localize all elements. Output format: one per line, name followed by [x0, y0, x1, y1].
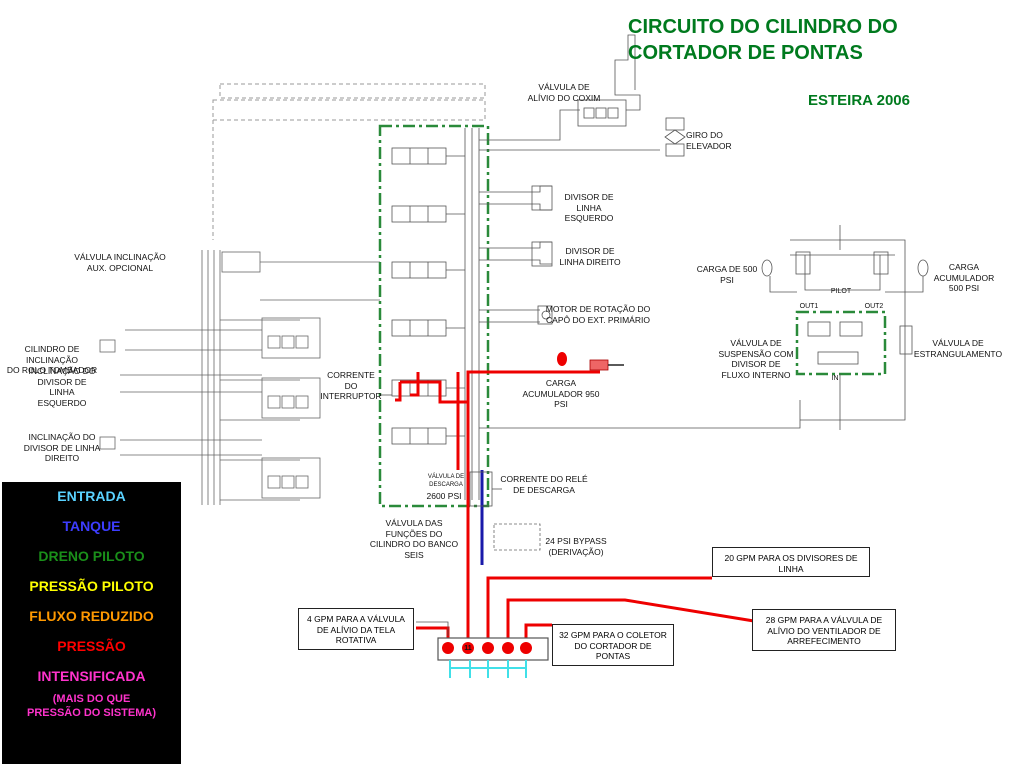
label-valvula-coxim: VÁLVULA DE ALÍVIO DO COXIM [527, 82, 601, 103]
label-inclinacao-direito: INCLINAÇÃO DO DIVISOR DE LINHA DIREITO [23, 432, 101, 463]
label-cilindro-rolo: CILINDRO DE INCLINAÇÃO DO ROLO TOMBADOR [6, 344, 98, 375]
diagram-title: CIRCUITO DO CILINDRO DO CORTADOR DE PONT… [628, 16, 898, 64]
main-valve-boundary [378, 124, 490, 508]
diagram-subtitle: ESTEIRA 2006 [808, 92, 910, 109]
label-in: IN [831, 375, 839, 382]
coxim-relief-valve [577, 34, 641, 127]
label-carga-500: CARGA DE 500 PSI [696, 264, 758, 285]
legend-pressao: PRESSÃO [57, 638, 126, 654]
label-giro-elevador: GIRO DO ELEVADOR [686, 130, 732, 151]
left-valve-stack [99, 250, 380, 505]
legend-intensificada-note: (MAIS DO QUE PRESSÃO DO SISTEMA) [27, 693, 156, 719]
callout-32-gpm: 32 GPM PARA O COLETOR DO CORTADOR DE PON… [552, 624, 674, 666]
label-valvula-funcoes: VÁLVULA DAS FUNÇÕES DO CILINDRO DO BANCO… [369, 518, 459, 560]
label-bypass: 24 PSI BYPASS (DERIVAÇÃO) [545, 536, 607, 557]
inlet-lines [449, 660, 527, 678]
pressure-lines [395, 370, 761, 645]
label-valvula-estrangulamento: VÁLVULA DE ESTRANGULAMENTO [913, 338, 1003, 359]
label-valvula-inclinacao-aux: VÁLVULA INCLINAÇÃO AUX. OPCIONAL [74, 252, 166, 273]
label-motor-capo: MOTOR DE ROTAÇÃO DO CAPÔ DO EXT. PRIMÁRI… [545, 304, 651, 325]
label-out2: OUT2 [864, 303, 884, 310]
label-carga-acumulador-950: CARGA ACUMULADOR 950 PSI [522, 378, 600, 409]
label-inclinacao-esquerdo: INCLINAÇÃO DO DIVISOR DE LINHA ESQUERDO [28, 366, 96, 408]
legend-intensificada: INTENSIFICADA [37, 668, 146, 684]
main-valve-sections [391, 109, 801, 500]
suspension-valve-boundary [795, 310, 887, 376]
label-2600-psi: 2600 PSI [426, 491, 462, 501]
legend-pressao-piloto: PRESSÃO PILOTO [29, 578, 154, 594]
label-divisor-esquerdo: DIVISOR DE LINHA ESQUERDO [564, 192, 614, 223]
manifold-ports [442, 642, 532, 654]
label-pilot: PILOT [830, 288, 852, 295]
callout-20-gpm: 20 GPM PARA OS DIVISORES DE LINHA [712, 547, 870, 577]
optional-valve-boundary [212, 83, 486, 240]
legend-entrada: ENTRADA [57, 488, 126, 504]
suspension-valve-detail [761, 225, 929, 430]
label-corrente-rele: CORRENTE DO RELÉ DE DESCARGA [500, 474, 588, 495]
line-divider-cylinders [531, 185, 553, 325]
label-valvula-suspensao: VÁLVULA DE SUSPENSÃO COM DIVISOR DE FLUX… [718, 338, 794, 380]
label-carga-acumulador-500: CARGA ACUMULADOR 500 PSI [933, 262, 995, 293]
label-divisor-direito: DIVISOR DE LINHA DIREITO [559, 246, 621, 267]
elevator-cylinder [664, 117, 686, 157]
bypass-block [493, 523, 541, 551]
unload-valve [469, 471, 502, 507]
accumulator-950 [557, 352, 567, 366]
legend-fluxo-reduzido: FLUXO REDUZIDO [29, 608, 154, 624]
accumulator-valve [589, 359, 609, 371]
legend-dreno-piloto: DRENO PILOTO [38, 548, 145, 564]
label-port-11: 11 [464, 645, 472, 652]
label-valvula-descarga: VÁLVULA DE DESCARGA [427, 474, 465, 488]
label-out1: OUT1 [799, 303, 819, 310]
color-legend: ENTRADA TANQUE DRENO PILOTO PRESSÃO PILO… [2, 482, 181, 764]
label-corrente-interruptor: CORRENTE DO INTERRUPTOR [320, 370, 382, 401]
legend-tanque: TANQUE [62, 518, 121, 534]
callout-28-gpm: 28 GPM PARA A VÁLVULA DE ALÍVIO DO VENTI… [752, 609, 896, 651]
callout-4-gpm: 4 GPM PARA A VÁLVULA DE ALÍVIO DA TELA R… [298, 608, 414, 650]
